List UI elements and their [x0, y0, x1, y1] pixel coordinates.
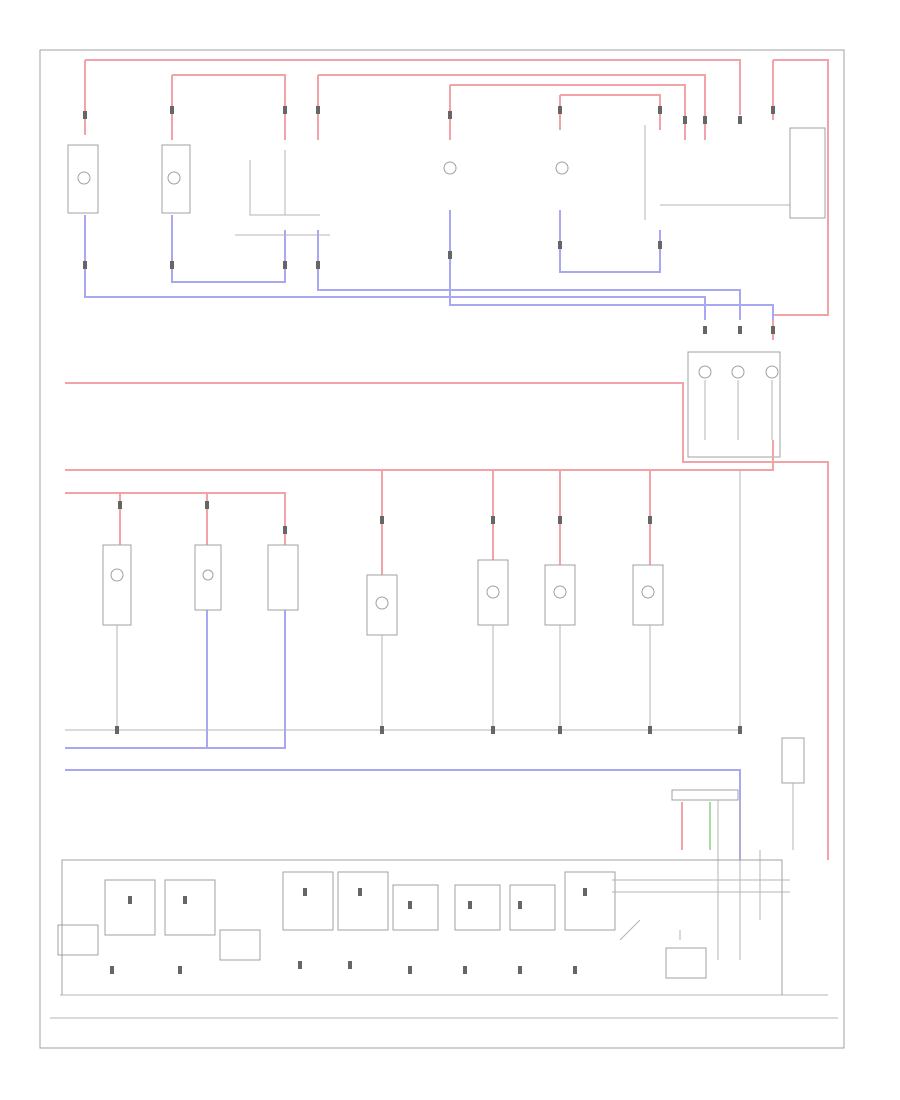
connector-pin — [128, 896, 132, 904]
sensor-b — [194, 544, 222, 611]
connector-pin — [738, 726, 742, 734]
connector-pin — [170, 261, 174, 269]
switch-1-symbol — [77, 171, 91, 185]
connector-pin — [316, 106, 320, 114]
connector-pin — [703, 116, 707, 124]
connector-pin — [703, 326, 707, 334]
switch-1 — [67, 144, 99, 214]
sensor-e — [477, 559, 509, 626]
connector-pin — [738, 116, 742, 124]
relay-box — [789, 127, 826, 219]
connector-strip — [671, 789, 739, 801]
connector-pin — [380, 726, 384, 734]
connector-pin — [298, 961, 302, 969]
middle-power-bus — [65, 382, 829, 860]
connector-pin — [408, 901, 412, 909]
connector-pin — [648, 516, 652, 524]
fuse-block — [781, 737, 805, 784]
connector-pin — [380, 516, 384, 524]
top-components — [67, 125, 826, 236]
connector-pin — [110, 966, 114, 974]
connector-pin — [303, 888, 307, 896]
diagram-frame — [39, 49, 845, 1049]
connector-pin — [283, 526, 287, 534]
connector-pin — [771, 106, 775, 114]
connector-pin — [178, 966, 182, 974]
connector-pin — [170, 106, 174, 114]
sensor-d — [366, 574, 398, 636]
connector-pin — [658, 106, 662, 114]
switch-4-symbol — [555, 161, 569, 175]
control-module — [50, 859, 838, 1019]
connector-pin — [558, 241, 562, 249]
connector-pin — [83, 261, 87, 269]
connector-pin — [468, 901, 472, 909]
sensor-a — [102, 544, 132, 626]
connector-pin — [558, 726, 562, 734]
connector-pin — [558, 516, 562, 524]
connector-pin — [408, 966, 412, 974]
connector-pin — [558, 106, 562, 114]
connector-pin — [448, 111, 452, 119]
top-ground-bus — [84, 210, 774, 320]
switch-2-symbol — [167, 171, 181, 185]
middle-components — [65, 470, 805, 850]
connector-pin — [115, 726, 119, 734]
connector-pin — [648, 726, 652, 734]
switch-3-symbol — [443, 161, 457, 175]
sensor-g — [632, 564, 664, 626]
connector-pin — [118, 501, 122, 509]
connector-pin — [491, 726, 495, 734]
connector-pin — [658, 241, 662, 249]
connector-pin — [283, 106, 287, 114]
connector-pin — [771, 326, 775, 334]
sensor-f — [544, 564, 576, 626]
connector-pin — [518, 966, 522, 974]
connector-block — [687, 351, 781, 458]
connector-pin — [583, 888, 587, 896]
switch-2 — [161, 144, 191, 214]
connector-pin — [683, 116, 687, 124]
middle-ground-bus — [65, 610, 741, 860]
connector-pin — [83, 111, 87, 119]
connector-pin — [348, 961, 352, 969]
connector-pin — [205, 501, 209, 509]
top-power-bus — [84, 59, 829, 340]
sensor-c — [267, 544, 299, 611]
connector-pin — [491, 516, 495, 524]
connector-pin — [463, 966, 467, 974]
connector-pin — [448, 251, 452, 259]
connector-pin — [183, 896, 187, 904]
connector-pin — [358, 888, 362, 896]
bottom-signals — [671, 789, 761, 960]
connector-pin — [316, 261, 320, 269]
connector-pin — [573, 966, 577, 974]
connector-pin — [738, 326, 742, 334]
connector-pin — [283, 261, 287, 269]
connector-pin — [518, 901, 522, 909]
